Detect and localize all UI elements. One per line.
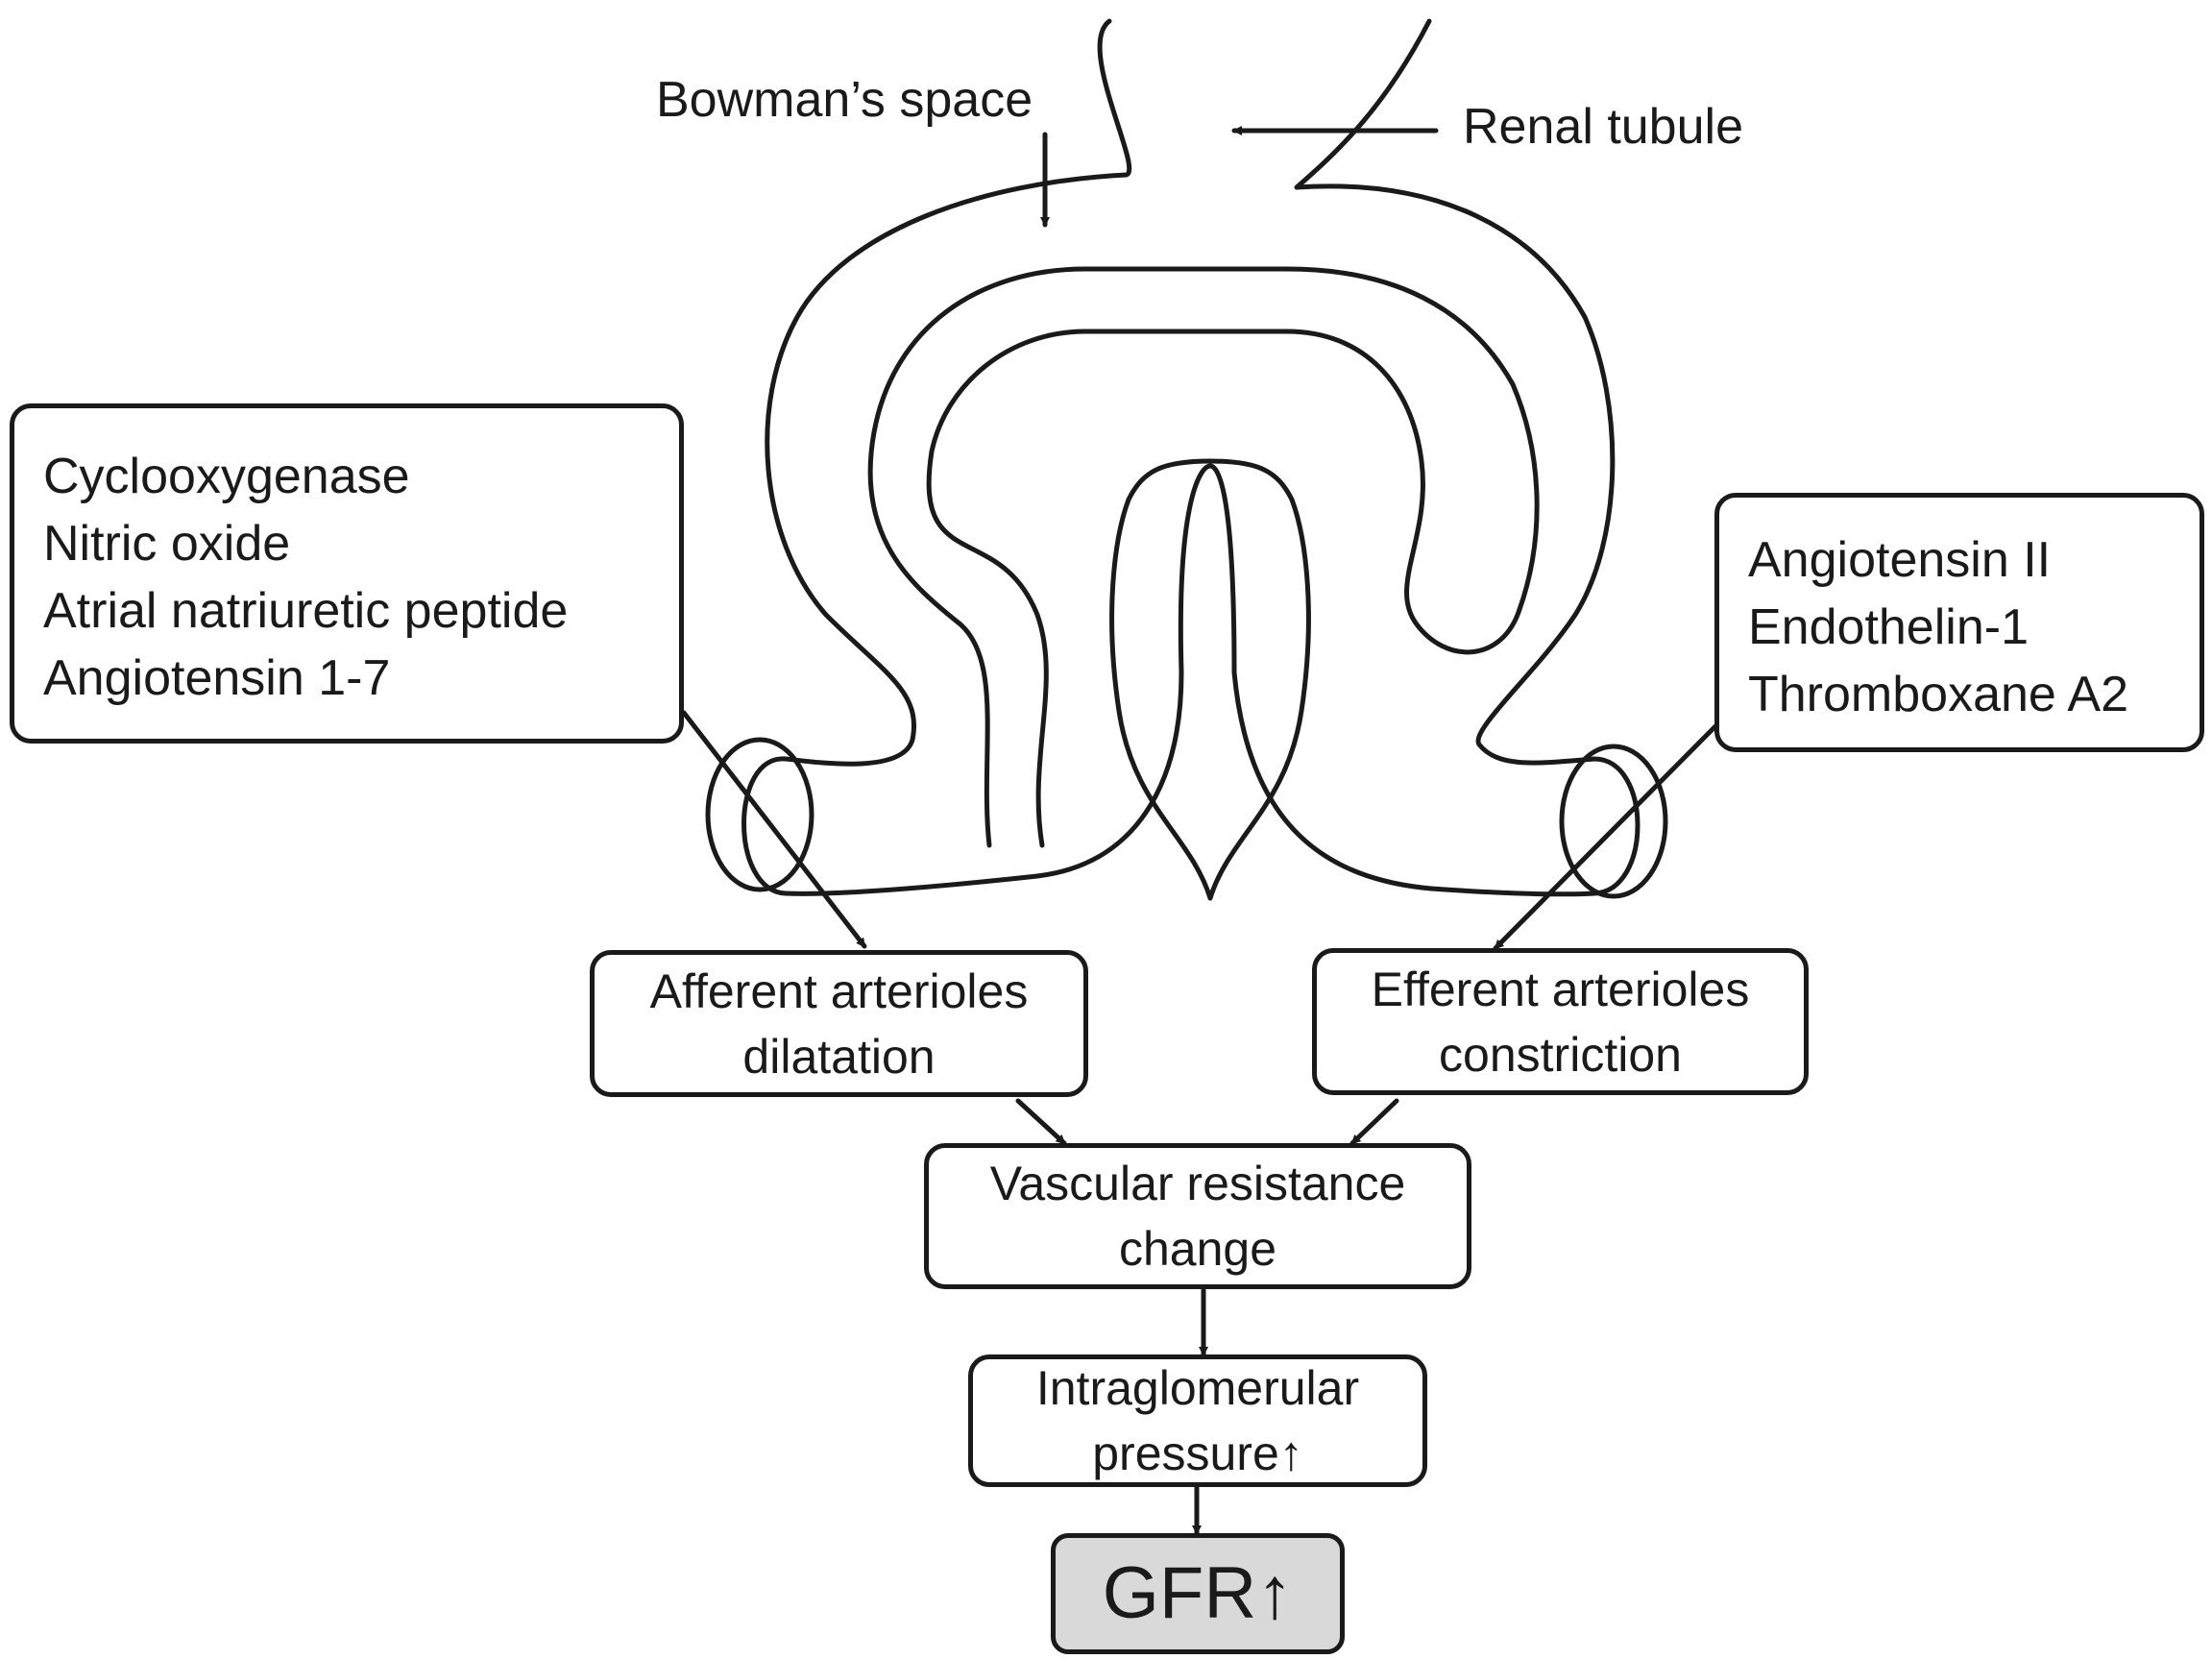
vasoconstrictor-item: Thromboxane A2 xyxy=(1748,667,2129,722)
vasodilator-item: Nitric oxide xyxy=(43,516,291,572)
afferent-box: Afferent arterioles dilatation xyxy=(590,950,1088,1097)
bowmans-capsule-inner xyxy=(867,266,1540,848)
vascular-resistance-box: Vascular resistance change xyxy=(924,1143,1471,1289)
vasoconstrictor-box: Angiotensin II Endothelin-1 Thromboxane … xyxy=(1714,493,2204,752)
vasoconstrictor-arrow xyxy=(1493,718,1724,951)
vasodilator-arrow xyxy=(681,710,867,949)
pressure-line-2: pressure↑ xyxy=(1092,1427,1303,1480)
intraglomerular-pressure-box: Intraglomerular pressure↑ xyxy=(968,1354,1427,1487)
resistance-line-1: Vascular resistance xyxy=(989,1157,1406,1210)
gfr-label: GFR↑ xyxy=(1102,1552,1294,1634)
resistance-line-2: change xyxy=(1118,1222,1277,1276)
vasodilator-item: Angiotensin 1-7 xyxy=(43,650,391,706)
afferent-line-2: dilatation xyxy=(742,1029,936,1084)
efferent-line-2: constriction xyxy=(1439,1027,1682,1082)
capillary-loop xyxy=(1109,458,1311,901)
pressure-line-1: Intraglomerular xyxy=(1035,1361,1360,1415)
gfr-box: GFR↑ xyxy=(1051,1533,1345,1654)
vasodilator-item: Atrial natriuretic peptide xyxy=(43,583,569,639)
bowmans-capsule-outer xyxy=(741,18,1641,897)
afferent-arteriole-ellipse xyxy=(705,737,814,892)
vasoconstrictor-item: Angiotensin II xyxy=(1748,532,2052,588)
afferent-line-1: Afferent arterioles xyxy=(649,964,1029,1018)
vasodilator-item: Cyclooxygenase xyxy=(43,449,410,504)
efferent-line-1: Efferent arterioles xyxy=(1371,962,1750,1016)
efferent-to-resistance-arrow xyxy=(1349,1098,1399,1146)
vasodilator-box: Cyclooxygenase Nitric oxide Atrial natri… xyxy=(10,403,684,744)
afferent-to-resistance-arrow xyxy=(1015,1098,1067,1146)
vasoconstrictor-item: Endothelin-1 xyxy=(1748,599,2029,655)
efferent-box: Efferent arterioles constriction xyxy=(1312,948,1809,1095)
efferent-arteriole-ellipse xyxy=(1559,744,1668,899)
renal-tubule-label: Renal tubule xyxy=(1463,99,1743,155)
bowmans-space-label: Bowman’s space xyxy=(656,72,1033,128)
